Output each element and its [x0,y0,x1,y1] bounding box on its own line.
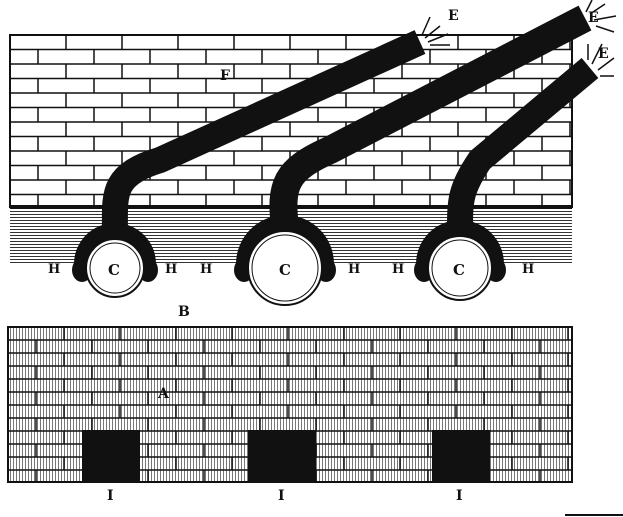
tube-2 [269,5,592,230]
label-h3: H [200,262,212,277]
label-i3: I [456,488,463,504]
tube-1 [101,30,426,236]
label-h6: H [522,262,534,277]
retort-2 [234,215,336,319]
opening-3 [432,430,490,482]
label-i2: I [278,488,285,504]
label-e3: E [598,46,609,62]
label-c2: C [279,261,291,279]
retort-1 [72,223,158,311]
label-h2: H [165,262,177,277]
label-e1: E [448,8,459,24]
label-f: F [220,68,230,84]
label-c1: C [108,261,120,279]
label-a: A [157,386,170,402]
opening-1 [82,430,140,482]
opening-2 [248,430,316,482]
lower-brick-wall [7,326,573,483]
label-i1: I [107,488,114,504]
label-h1: H [48,262,60,277]
label-c3: C [453,261,465,279]
label-h5: H [392,262,404,277]
label-e2: E [588,10,599,26]
retort-3 [414,220,506,314]
label-b: B [178,304,190,320]
label-h4: H [348,262,360,277]
